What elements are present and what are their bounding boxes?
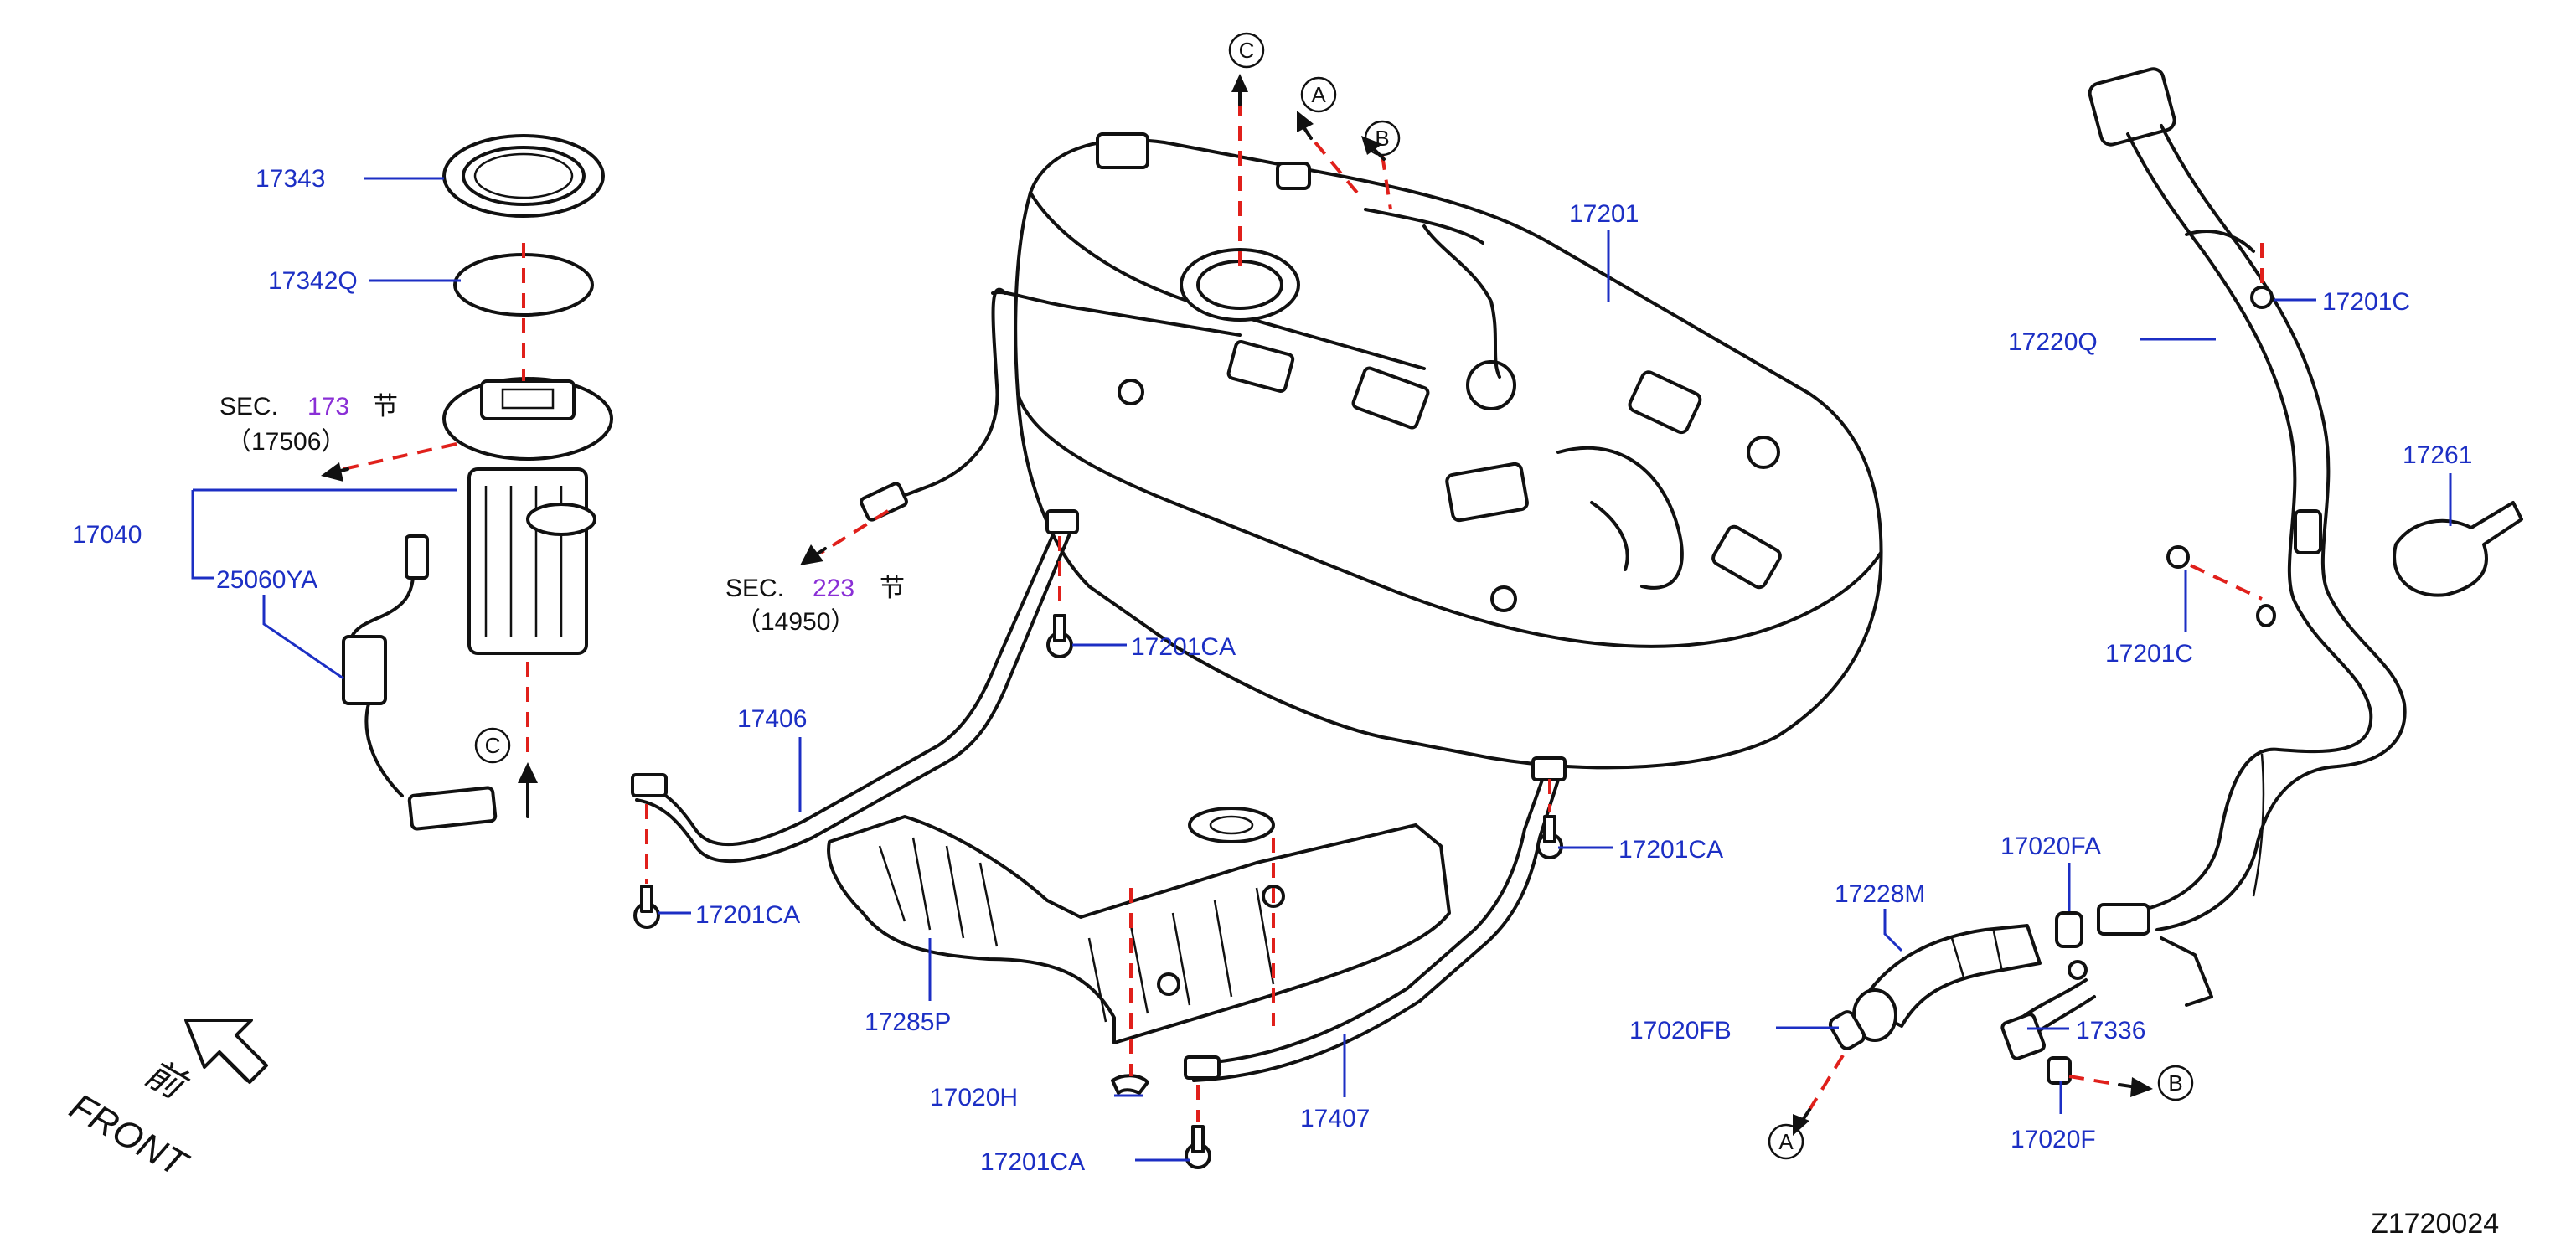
section-ref-173: SEC. 173 节 （17506） xyxy=(219,393,398,456)
tank-band-17407 xyxy=(1184,756,1567,1082)
clip-17020H xyxy=(1111,1074,1149,1095)
sec-prefix: SEC. xyxy=(725,575,784,602)
ref-letter-b-hose: B xyxy=(2168,1070,2182,1096)
ref-letter-a-hose: A xyxy=(1778,1129,1794,1154)
callout-17406: 17406 xyxy=(737,705,807,733)
tank-band-17406 xyxy=(631,509,1079,864)
callout-17020H: 17020H xyxy=(930,1084,1018,1111)
front-en: FRONT xyxy=(63,1086,195,1186)
diagram-code: Z1720024 xyxy=(2371,1208,2499,1240)
filler-hose xyxy=(1852,924,2042,1042)
callout-17201CA-4: 17201CA xyxy=(980,1148,1085,1176)
callout-17201C-2: 17201C xyxy=(2105,640,2193,668)
callout-17285P: 17285P xyxy=(865,1008,951,1036)
sec-sub: （14950） xyxy=(736,608,855,636)
sec-number: 173 xyxy=(307,393,349,420)
sec-prefix: SEC. xyxy=(219,393,278,420)
callout-17040: 17040 xyxy=(72,521,142,549)
breather-hose xyxy=(2000,978,2096,1060)
fuel-pump-assembly xyxy=(342,134,613,831)
callout-17220Q: 17220Q xyxy=(2008,328,2098,356)
callout-17228M: 17228M xyxy=(1835,880,1925,908)
callout-17201C-1: 17201C xyxy=(2322,288,2410,316)
reference-letters: C A B C A B xyxy=(474,32,2194,1160)
callout-17201CA-1: 17201CA xyxy=(1131,633,1236,661)
heat-shield xyxy=(827,807,1451,1044)
callout-17201: 17201 xyxy=(1569,200,1639,228)
callout-17020F: 17020F xyxy=(2011,1126,2096,1153)
ref-letter-b-top: B xyxy=(1375,126,1389,151)
callout-17201CA-2: 17201CA xyxy=(695,901,800,929)
callout-labels: 17343 17342Q 17040 25060YA 17201 17201CA… xyxy=(72,165,2472,1176)
assembly-lines xyxy=(343,101,2264,1122)
clamp-17020F xyxy=(2047,1056,2072,1085)
fuel-tank xyxy=(860,132,1883,770)
sec-suffix: 节 xyxy=(373,393,398,420)
callout-17261: 17261 xyxy=(2403,441,2472,469)
sec-suffix: 节 xyxy=(880,575,905,602)
sec-sub: （17506） xyxy=(226,428,346,456)
callout-17201CA-3: 17201CA xyxy=(1618,836,1723,864)
callout-leaders xyxy=(191,177,2452,1162)
callout-25060YA: 25060YA xyxy=(216,566,317,594)
flow-arrows xyxy=(321,74,2153,1136)
clamp-17020FB xyxy=(1828,1010,1866,1050)
filler-cap xyxy=(2393,501,2523,597)
front-indicator: 前 FRONT xyxy=(63,1019,268,1186)
callout-17343: 17343 xyxy=(256,165,325,193)
ref-letter-a-top: A xyxy=(1311,82,1326,107)
callout-17336: 17336 xyxy=(2076,1017,2145,1044)
callout-17342Q: 17342Q xyxy=(268,267,358,295)
clamps-and-bolts xyxy=(633,286,2274,1169)
sec-number: 223 xyxy=(813,575,854,602)
clamp-17020FA xyxy=(2055,911,2083,948)
callout-17407: 17407 xyxy=(1300,1105,1370,1132)
front-cn: 前 xyxy=(138,1052,195,1108)
callout-17020FA: 17020FA xyxy=(2000,833,2101,860)
filler-neck xyxy=(2088,67,2407,1007)
ref-letter-c-pump: C xyxy=(485,733,501,758)
section-ref-223: SEC. 223 节 （14950） xyxy=(725,575,905,636)
ref-letter-c-top: C xyxy=(1239,38,1255,63)
callout-17020FB: 17020FB xyxy=(1629,1017,1732,1044)
front-arrow-icon xyxy=(184,1019,268,1084)
